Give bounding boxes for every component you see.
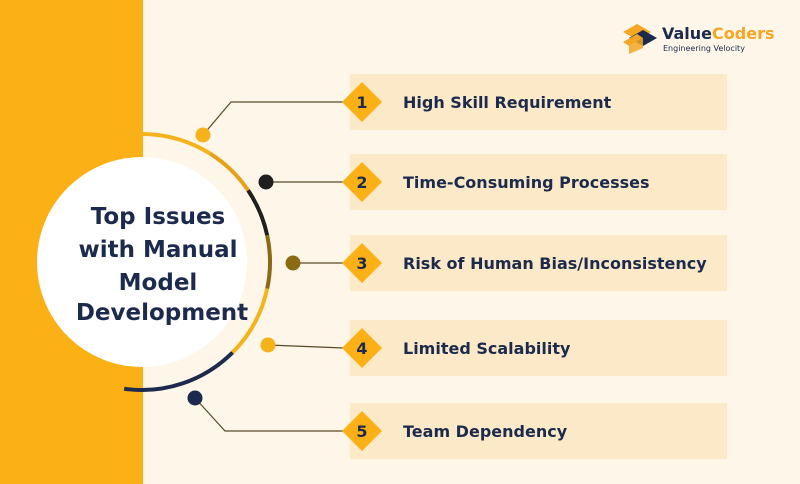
center-title-line-3: Model — [119, 270, 198, 296]
center-title-line-4: Development — [76, 300, 248, 326]
arc-segment-4 — [265, 234, 272, 290]
center-title-line-1: Top Issues — [91, 204, 226, 230]
number-diamond-4 — [342, 328, 382, 368]
brand-name-part1: Value — [662, 24, 713, 43]
arc-segment-5 — [231, 288, 270, 354]
issue-label-4: Limited Scalability — [403, 339, 571, 358]
center-title: Top Issues with Manual Model Development — [76, 204, 248, 326]
issue-row-2 — [350, 154, 727, 210]
nodes-layer — [187, 127, 301, 406]
number-diamond-1 — [342, 82, 382, 122]
issue-number-5: 5 — [356, 422, 367, 441]
center-title-line-2: with Manual — [78, 237, 237, 263]
connector-line-5 — [194, 397, 344, 432]
number-diamond-2 — [342, 162, 382, 202]
center-circle — [37, 157, 247, 367]
issue-row-4 — [350, 320, 727, 376]
connector-line-4 — [267, 344, 345, 349]
brand-tagline: Engineering Velocity — [663, 44, 745, 53]
brand-logo: ValueCoders Engineering Velocity — [623, 22, 783, 62]
issue-label-3: Risk of Human Bias/Inconsistency — [403, 254, 707, 273]
number-diamond-5 — [342, 411, 382, 451]
rows-layer: 1 High Skill Requirement 2 Time-Consuming P… — [194, 74, 727, 459]
brand-name: ValueCoders — [662, 24, 774, 43]
issue-label-2: Time-Consuming Processes — [403, 173, 650, 192]
number-diamond-3 — [342, 243, 382, 283]
arc-node-5 — [187, 390, 203, 406]
arc-node-4 — [260, 337, 276, 353]
brand-name-part2: Coders — [712, 24, 775, 43]
issue-row-3 — [350, 235, 727, 291]
arc-segment-3 — [246, 189, 270, 236]
arc-node-2 — [258, 174, 274, 190]
arc-layer — [123, 132, 272, 392]
issue-number-2: 2 — [356, 173, 367, 192]
issue-row-5 — [350, 403, 727, 459]
valuecoders-logo-icon — [623, 24, 657, 54]
issue-row-1 — [350, 74, 727, 130]
arc-node-1 — [195, 127, 211, 143]
issue-label-5: Team Dependency — [403, 422, 568, 441]
connector-line-1 — [202, 101, 344, 136]
issue-number-3: 3 — [356, 254, 367, 273]
arc-segment-1 — [126, 132, 211, 156]
issue-number-4: 4 — [356, 339, 367, 358]
issue-number-1: 1 — [356, 93, 367, 112]
arc-node-3 — [285, 255, 301, 271]
arc-segment-2 — [208, 151, 250, 192]
issue-label-1: High Skill Requirement — [403, 93, 612, 112]
arc-segment-6 — [123, 351, 234, 392]
